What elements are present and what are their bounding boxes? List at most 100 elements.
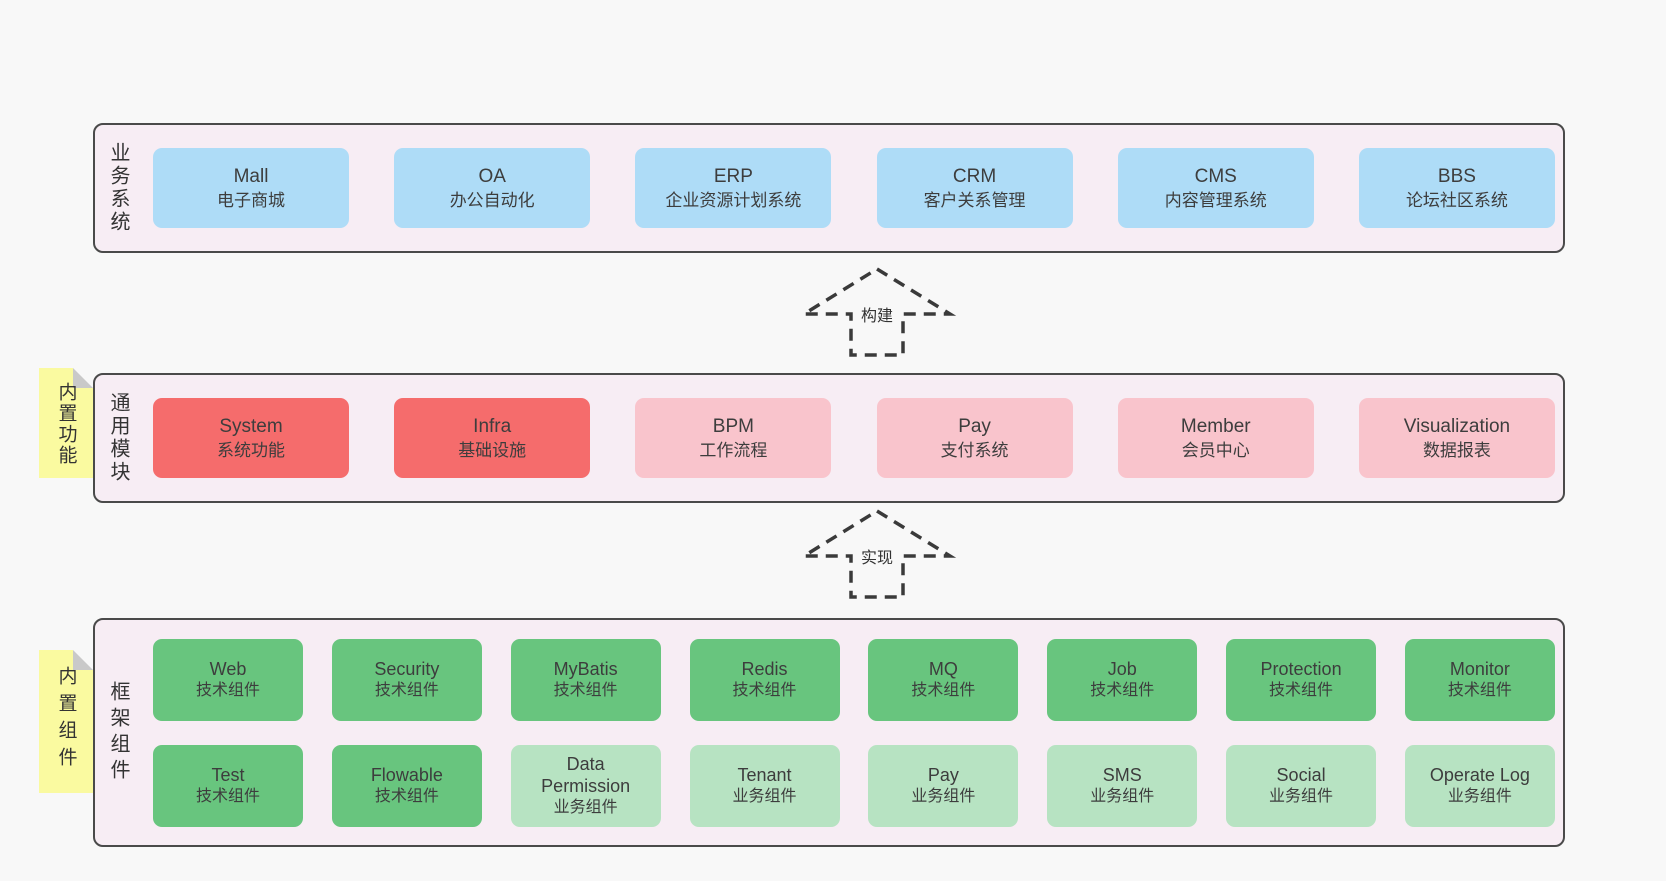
node-infra: Infra 基础设施: [394, 398, 591, 478]
node-subtitle: 论坛社区系统: [1405, 190, 1508, 210]
node-subtitle: 企业资源计划系统: [665, 190, 802, 210]
node-title: Member: [1180, 415, 1251, 437]
node-pay: Pay 业务组件: [868, 744, 1019, 827]
node-title: Redis: [741, 658, 788, 679]
node-title: Social: [1276, 764, 1326, 785]
sticky-label: 内置组件: [55, 666, 77, 774]
node-subtitle: 办公自动化: [449, 190, 535, 210]
node-title: Pay: [927, 764, 959, 785]
node-operate-log: Operate Log 业务组件: [1404, 744, 1555, 827]
node-subtitle: 技术组件: [1269, 681, 1334, 699]
node-subtitle: 会员中心: [1181, 440, 1250, 460]
node-pay: Pay 支付系统: [876, 398, 1073, 478]
sticky-note-built-in-features: 内置功能: [39, 368, 93, 478]
arrow-up-build: 构建: [797, 266, 957, 358]
node-bpm: BPM 工作流程: [635, 398, 832, 478]
node-subtitle: 技术组件: [911, 681, 976, 699]
dashed-up-arrow-icon: [797, 266, 957, 357]
node-title: OA: [478, 165, 506, 187]
node-subtitle: 技术组件: [1090, 681, 1155, 699]
sticky-note-built-in-components: 内置组件: [39, 650, 93, 793]
arrow-label: 构建: [857, 302, 897, 326]
node-subtitle: 客户关系管理: [923, 190, 1026, 210]
node-title: Data Permission: [541, 753, 631, 796]
node-title: Tenant: [737, 764, 792, 785]
node-subtitle: 业务组件: [1269, 787, 1334, 805]
arrow-outline: [797, 266, 957, 357]
node-subtitle: 工作流程: [699, 440, 768, 460]
node-subtitle: 技术组件: [553, 681, 618, 699]
section-business-systems: 业务系统 Mall 电子商城 OA 办公自动化 ERP 企业资源计划系统 CRM 客户关系管理…: [93, 123, 1565, 253]
node-sms: SMS 业务组件: [1047, 744, 1198, 827]
dashed-up-arrow-icon: [797, 508, 957, 599]
node-tenant: Tenant 业务组件: [689, 744, 840, 827]
node-security: Security 技术组件: [331, 638, 482, 721]
box-row: Mall 电子商城 OA 办公自动化 ERP 企业资源计划系统 CRM 客户关系管理 CMS 内容…: [153, 148, 1555, 228]
node-subtitle: 数据报表: [1422, 440, 1491, 460]
sticky-label: 内置功能: [55, 382, 77, 466]
node-flowable: Flowable 技术组件: [331, 744, 482, 827]
node-test: Test 技术组件: [153, 744, 303, 827]
node-member: Member 会员中心: [1117, 398, 1314, 478]
node-title: Operate Log: [1429, 764, 1530, 785]
section-rows: System 系统功能 Infra 基础设施 BPM 工作流程 Pay 支付系统 Member 会…: [153, 375, 1555, 501]
node-title: Security: [374, 658, 440, 679]
arrow-up-implement: 实现: [797, 508, 957, 600]
section-side-label: 通用模块: [107, 392, 129, 484]
node-subtitle: 技术组件: [1447, 681, 1512, 699]
node-bbs: BBS 论坛社区系统: [1358, 148, 1555, 228]
node-title: CMS: [1194, 165, 1237, 187]
node-subtitle: 基础设施: [458, 440, 527, 460]
folded-corner-icon: [73, 368, 93, 388]
node-subtitle: 技术组件: [195, 787, 260, 805]
node-erp: ERP 企业资源计划系统: [635, 148, 832, 228]
section-side-label: 业务系统: [107, 142, 129, 234]
section-rows: Mall 电子商城 OA 办公自动化 ERP 企业资源计划系统 CRM 客户关系管理 CMS 内容…: [153, 125, 1555, 251]
node-title: Mall: [233, 165, 269, 187]
node-title: Test: [211, 764, 245, 785]
node-title: System: [219, 415, 283, 437]
node-subtitle: 技术组件: [374, 681, 439, 699]
node-title: CRM: [952, 165, 997, 187]
node-title: ERP: [713, 165, 753, 187]
node-subtitle: 业务组件: [732, 787, 797, 805]
node-title: SMS: [1102, 764, 1142, 785]
node-title: Flowable: [370, 764, 443, 785]
node-title: Monitor: [1449, 658, 1510, 679]
node-subtitle: 业务组件: [911, 787, 976, 805]
node-monitor: Monitor 技术组件: [1404, 638, 1555, 721]
node-cms: CMS 内容管理系统: [1117, 148, 1314, 228]
node-subtitle: 业务组件: [553, 798, 618, 816]
node-data-permission: Data Permission 业务组件: [510, 744, 661, 827]
node-subtitle: 业务组件: [1090, 787, 1155, 805]
node-system: System 系统功能: [153, 398, 349, 478]
node-title: BPM: [712, 415, 754, 437]
node-subtitle: 支付系统: [940, 440, 1009, 460]
node-title: Pay: [958, 415, 991, 437]
node-subtitle: 业务组件: [1447, 787, 1512, 805]
node-subtitle: 内容管理系统: [1164, 190, 1267, 210]
section-common-modules: 通用模块 System 系统功能 Infra 基础设施 BPM 工作流程 Pay 支付系统 Me…: [93, 373, 1565, 503]
arrow-outline: [797, 508, 957, 599]
node-subtitle: 技术组件: [195, 681, 260, 699]
node-subtitle: 技术组件: [732, 681, 797, 699]
node-subtitle: 电子商城: [217, 190, 285, 210]
folded-corner-icon: [73, 650, 93, 670]
node-subtitle: 系统功能: [217, 440, 285, 460]
node-title: Infra: [473, 415, 512, 437]
box-row: System 系统功能 Infra 基础设施 BPM 工作流程 Pay 支付系统 Member 会…: [153, 398, 1555, 478]
node-oa: OA 办公自动化: [394, 148, 591, 228]
node-redis: Redis 技术组件: [689, 638, 840, 721]
arrow-label: 实现: [857, 544, 897, 568]
node-subtitle: 技术组件: [374, 787, 439, 805]
node-title: BBS: [1437, 165, 1476, 187]
